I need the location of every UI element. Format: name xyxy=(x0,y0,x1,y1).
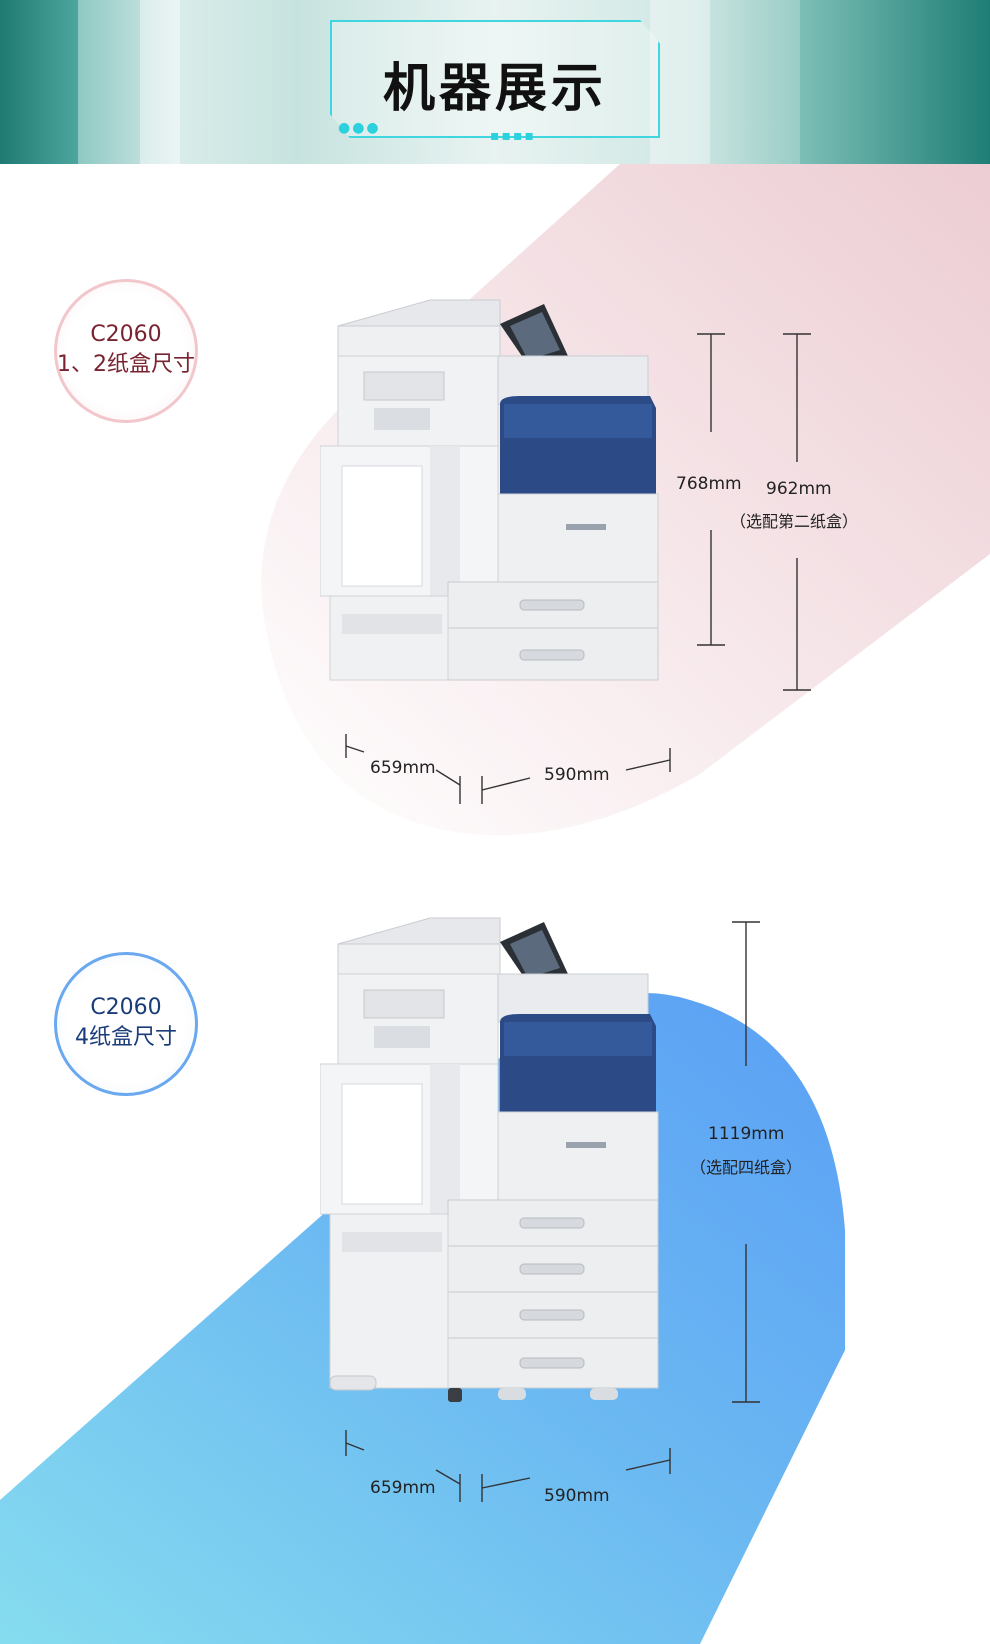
depth-label-2: 659mm xyxy=(370,1478,436,1498)
height-1119-label: 1119mm xyxy=(708,1124,785,1144)
printer-image-2-trays xyxy=(320,296,680,708)
printer-image-4-trays xyxy=(320,914,680,1414)
model-badge-1: C2060 1、2纸盒尺寸 xyxy=(54,279,198,423)
width-label-1: 590mm xyxy=(544,765,610,785)
decor-dots-right: ▪▪▪▪ xyxy=(490,128,536,144)
model-badge-2: C2060 4纸盒尺寸 xyxy=(54,952,198,1096)
title-frame: 机器展示 ●●● ▪▪▪▪ xyxy=(330,20,660,144)
width-label-2: 590mm xyxy=(544,1486,610,1506)
banner-pillar xyxy=(0,0,78,164)
height-768-label: 768mm xyxy=(676,474,742,494)
banner-pillar xyxy=(650,0,710,164)
badge-model: C2060 xyxy=(90,995,162,1020)
decor-dots-left: ●●● xyxy=(338,120,381,136)
badge-model: C2060 xyxy=(90,322,162,347)
title-frame-border xyxy=(330,20,660,138)
height-962-note: （选配第二纸盒） xyxy=(730,512,859,531)
banner-pillar xyxy=(800,0,990,164)
banner: 机器展示 ●●● ▪▪▪▪ xyxy=(0,0,990,164)
height-962-label: 962mm xyxy=(766,479,832,499)
badge-subtitle: 1、2纸盒尺寸 xyxy=(57,352,195,377)
height-1119-note: （选配四纸盒） xyxy=(690,1158,803,1177)
banner-pillar xyxy=(140,0,180,164)
depth-label-1: 659mm xyxy=(370,758,436,778)
page-title: 机器展示 xyxy=(382,59,607,119)
badge-subtitle: 4纸盒尺寸 xyxy=(75,1025,177,1050)
